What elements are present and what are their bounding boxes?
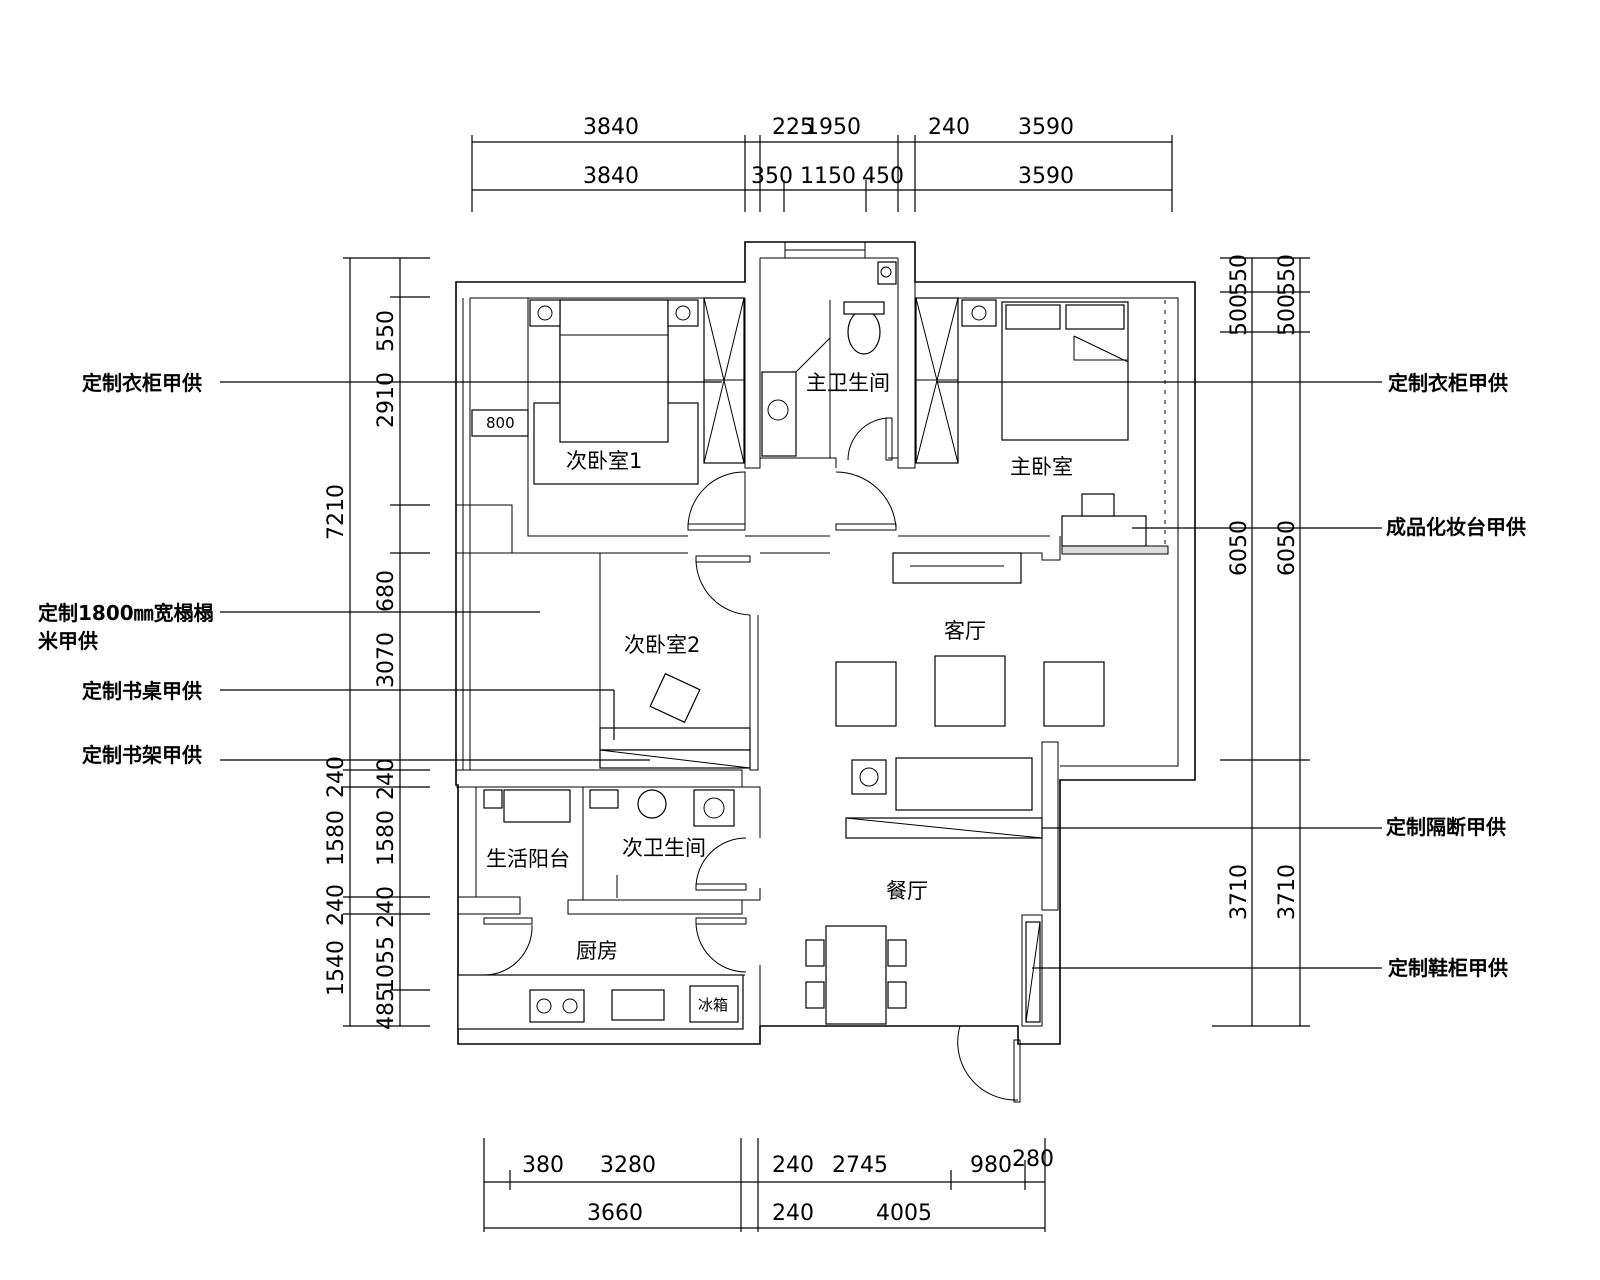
dim-right1-a: 500 — [1227, 294, 1252, 336]
dim-top2-d: 450 — [862, 164, 904, 189]
sofa — [895, 757, 1033, 811]
dim-right2-c: 6050 — [1275, 520, 1300, 576]
dim-left-inner-d: 3070 — [374, 632, 399, 688]
dim-left-outer-b: 1540 — [324, 940, 349, 996]
dim-left-inner-g: 240 — [374, 886, 399, 928]
dim-left-extra-c: 240 — [324, 884, 349, 926]
room-master-bath: 主卫生间 — [806, 371, 890, 395]
dim-left-inner-i: 485 — [374, 988, 399, 1030]
dim-right1-c: 6050 — [1227, 520, 1252, 576]
fridge — [689, 985, 739, 1023]
bottom-dimensions: 380 3280 240 2745 980 280 3660 240 4005 — [483, 1138, 1054, 1232]
room-guest-bath: 次卫生间 — [622, 836, 706, 860]
dim-left-inner-h: 1055 — [374, 936, 399, 992]
room-dining: 餐厅 — [886, 879, 928, 903]
dim-bot1-e: 980 — [970, 1153, 1012, 1178]
room-master-bedroom: 主卧室 — [1010, 455, 1073, 479]
dim-left-inner-b: 2910 — [374, 372, 399, 428]
dim-right2-b: 550 — [1275, 254, 1300, 296]
dim-left-inner-f: 1580 — [374, 810, 399, 866]
doors — [483, 417, 1021, 1103]
armchair-left — [835, 661, 897, 727]
dim-bot2-a: 3660 — [587, 1201, 643, 1226]
dim-bot1-a: 380 — [522, 1153, 564, 1178]
room-labels: 次卧室1 主卫生间 主卧室 次卧室2 客厅 生活阳台 次卫生间 餐厅 厨房 — [486, 371, 1073, 963]
dim-top2-e: 3590 — [1018, 164, 1074, 189]
top-dimensions: 3840 225 1950 240 3590 3840 350 1150 450… — [471, 115, 1173, 212]
dim-bot2-b: 240 — [772, 1201, 814, 1226]
toilet-master — [847, 309, 881, 355]
callout-left-wardrobe: 定制衣柜甲供 — [82, 371, 202, 395]
fridge-label: 冰箱 — [698, 996, 728, 1014]
callout-desk: 定制书桌甲供 — [82, 679, 202, 703]
room-bedroom2-2: 次卧室2 — [624, 633, 700, 657]
right-dimensions: 500 550 6050 3710 500 550 6050 3710 — [1212, 254, 1310, 1027]
dim-top1-a: 3840 — [583, 115, 639, 140]
dim-top1-d: 240 — [928, 115, 970, 140]
sink — [611, 989, 665, 1021]
dining-table — [825, 925, 887, 1025]
dim-top2-b: 350 — [751, 164, 793, 189]
furniture: 800 — [457, 261, 1169, 1030]
room-balcony: 生活阳台 — [486, 847, 570, 871]
callouts: 定制衣柜甲供 定制1800㎜宽榻榻 米甲供 定制书桌甲供 定制书架甲供 定制衣柜… — [38, 371, 1526, 980]
armchair-right — [1043, 661, 1105, 727]
callout-right-wardrobe: 定制衣柜甲供 — [1388, 371, 1508, 395]
dim-left-extra-b: 1580 — [324, 810, 349, 866]
walls — [455, 241, 1196, 1045]
dim-bot1-d: 2745 — [832, 1153, 888, 1178]
dim-top1-e: 3590 — [1018, 115, 1074, 140]
toilet-guest — [637, 789, 667, 819]
room-bedroom2-1: 次卧室1 — [566, 449, 642, 473]
left-dimensions: 7210 1540 240 1580 240 550 2910 680 3070… — [324, 257, 430, 1030]
room-living: 客厅 — [944, 619, 986, 643]
dim-right2-a: 500 — [1275, 294, 1300, 336]
callout-tatami-2: 米甲供 — [38, 629, 98, 653]
dim-left-inner-e: 240 — [374, 758, 399, 800]
vanity — [1061, 515, 1147, 547]
dim-left-inner-c: 680 — [374, 570, 399, 612]
dim-bot1-f: 280 — [1012, 1147, 1054, 1172]
callout-partition: 定制隔断甲供 — [1386, 815, 1506, 839]
dim-left-extra-a: 240 — [324, 756, 349, 798]
dim-left-inner-a: 550 — [374, 310, 399, 352]
stove — [529, 989, 585, 1023]
dim-top1-c: 1950 — [805, 115, 861, 140]
callout-bookshelf: 定制书架甲供 — [82, 743, 202, 767]
dim-bot2-c: 4005 — [876, 1201, 932, 1226]
dim-right2-d: 3710 — [1275, 864, 1300, 920]
tv-cabinet — [892, 552, 1022, 584]
callout-vanity: 成品化妆台甲供 — [1386, 515, 1526, 539]
dim-right1-d: 3710 — [1227, 864, 1252, 920]
dim-top1-b: 225 — [772, 115, 814, 140]
dim-right1-b: 550 — [1227, 254, 1252, 296]
desk — [599, 727, 751, 751]
callout-shoe-cabinet: 定制鞋柜甲供 — [1388, 956, 1508, 980]
dim-top2-c: 1150 — [800, 164, 856, 189]
dim-bot1-c: 240 — [772, 1153, 814, 1178]
dim-top2-a: 3840 — [583, 164, 639, 189]
bench-width-label: 800 — [486, 414, 515, 432]
room-kitchen: 厨房 — [576, 939, 618, 963]
coffee-table — [934, 655, 1006, 727]
dim-bot1-b: 3280 — [600, 1153, 656, 1178]
dim-left-outer-a: 7210 — [324, 484, 349, 540]
callout-tatami-1: 定制1800㎜宽榻榻 — [38, 601, 214, 625]
